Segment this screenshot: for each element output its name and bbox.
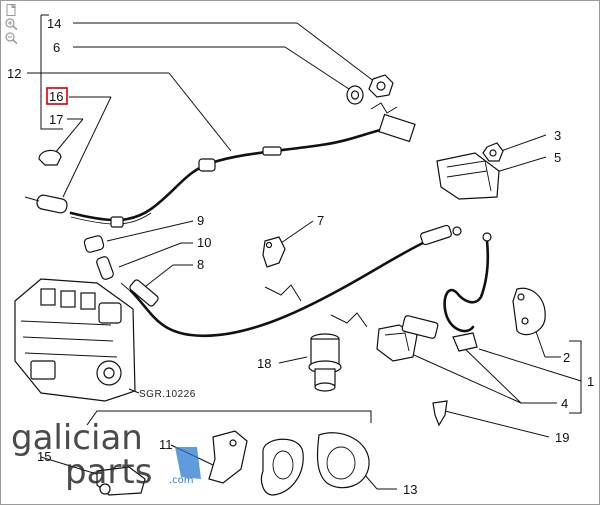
- figure-reference: SGR.10226: [139, 389, 196, 400]
- watermark-line2: parts: [65, 452, 152, 492]
- cable-clip: [110, 216, 124, 228]
- viewer-toolbar: [4, 4, 20, 44]
- callout-labels: 14 6 12 16 17 3 5 9 7 10 8 18 2 1 4 19 1…: [7, 16, 594, 497]
- part-13-clamp-b: [316, 432, 370, 489]
- callout-16[interactable]: 16: [49, 89, 63, 104]
- part-11-bracket: [208, 430, 248, 484]
- part-18-sensor: [308, 333, 342, 392]
- zoom-in-icon[interactable]: [4, 18, 18, 30]
- parts-middle: [83, 235, 286, 280]
- callout-2: 2: [563, 350, 570, 365]
- callout-9: 9: [197, 213, 204, 228]
- part-7-bracket: [262, 236, 286, 268]
- callout-16-highlight: [46, 87, 68, 105]
- callout-14: 14: [47, 16, 61, 31]
- cable-lower: [120, 224, 462, 338]
- watermark-logo: galician parts .com: [11, 418, 201, 492]
- watermark-suffix: .com: [169, 475, 194, 486]
- injection-pump: SGR.10226: [14, 278, 196, 402]
- watermark-line1: galician: [11, 418, 143, 458]
- callout-13: 13: [403, 482, 417, 497]
- callout-15: 15: [37, 449, 51, 464]
- part-17-clip: [38, 149, 62, 166]
- part-19-bolt: [432, 400, 448, 427]
- parts-3-5: [436, 142, 504, 200]
- callout-6: 6: [53, 40, 60, 55]
- part-10-sleeve: [96, 256, 114, 280]
- parts-right: [376, 232, 546, 427]
- callout-1: 1: [587, 374, 594, 389]
- callout-18: 18: [257, 356, 271, 371]
- part-8-adjuster: [129, 279, 159, 307]
- callout-17: 17: [49, 112, 63, 127]
- callout-10: 10: [197, 235, 211, 250]
- page-icon[interactable]: [4, 4, 18, 16]
- callout-4: 4: [561, 396, 568, 411]
- parts-bottom: [86, 410, 372, 496]
- callout-8: 8: [197, 257, 204, 272]
- part-2-lever: [512, 287, 546, 336]
- callout-3: 3: [554, 128, 561, 143]
- callout-12: 12: [7, 66, 21, 81]
- callout-5: 5: [554, 150, 561, 165]
- part-9-grommet: [83, 235, 105, 253]
- callout-7: 7: [317, 213, 324, 228]
- cable-upper: [24, 74, 416, 228]
- watermark-map-shape: [175, 447, 201, 479]
- cable-end-connector: [378, 113, 416, 143]
- part-13-clamp-a: [260, 438, 304, 496]
- part-4-pad-b: [401, 315, 439, 339]
- callout-11: 11: [159, 437, 173, 452]
- cable-sleeve: [198, 158, 216, 172]
- callout-19: 19: [555, 430, 569, 445]
- part-4-pad-a: [376, 324, 418, 362]
- bracket-group-left: [40, 14, 63, 130]
- zoom-out-icon[interactable]: [4, 32, 18, 44]
- part-5-mount: [436, 152, 500, 200]
